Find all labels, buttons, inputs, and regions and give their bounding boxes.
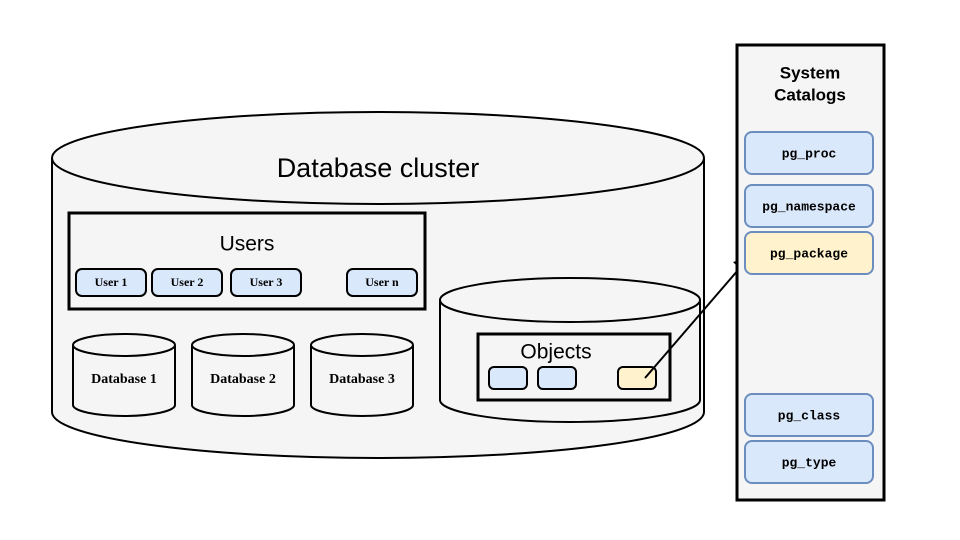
database-cylinder-1[interactable]: Database 1	[72, 333, 176, 417]
system-catalogs-title-line1: System	[780, 63, 840, 82]
objects-item-2[interactable]	[537, 366, 577, 390]
catalog-entry-pg_class[interactable]: pg_class	[744, 393, 874, 437]
catalog-entry-label: pg_class	[778, 408, 841, 423]
catalog-entry-pg_type[interactable]: pg_type	[744, 440, 874, 484]
database-cylinder-2[interactable]: Database 2	[191, 333, 295, 417]
catalog-entry-label: pg_package	[770, 246, 848, 261]
catalog-entry-pg_proc[interactable]: pg_proc	[744, 131, 874, 175]
users-panel: Users User 1 User 2 User 3 User n	[67, 211, 427, 311]
user-item-2[interactable]: User 2	[151, 268, 223, 297]
database-label: Database 1	[91, 372, 157, 387]
catalog-entry-pg_package[interactable]: pg_package	[744, 231, 874, 275]
objects-panel-title: Objects	[520, 341, 591, 364]
catalog-entry-label: pg_proc	[782, 146, 837, 161]
catalog-entry-label: pg_namespace	[762, 199, 856, 214]
user-item-label: User n	[365, 275, 399, 289]
user-item-n[interactable]: User n	[346, 268, 418, 297]
user-item-label: User 3	[250, 275, 283, 289]
users-panel-title: Users	[220, 233, 275, 256]
catalog-entry-pg_namespace[interactable]: pg_namespace	[744, 184, 874, 228]
database-label: Database 2	[210, 372, 276, 387]
objects-panel: Objects	[476, 332, 672, 402]
catalog-entry-label: pg_type	[782, 455, 837, 470]
cluster-title: Database cluster	[277, 153, 480, 183]
system-catalogs-title-line2: Catalogs	[774, 85, 846, 104]
objects-item-1[interactable]	[488, 366, 528, 390]
system-catalogs-panel: System Catalogs pg_proc pg_namespace pg_…	[735, 43, 886, 502]
user-item-1[interactable]: User 1	[75, 268, 147, 297]
user-item-3[interactable]: User 3	[230, 268, 302, 297]
user-item-label: User 1	[95, 275, 128, 289]
objects-item-highlighted[interactable]	[617, 366, 657, 390]
database-cylinder-3[interactable]: Database 3	[310, 333, 414, 417]
database-label: Database 3	[329, 372, 395, 387]
user-item-label: User 2	[171, 275, 204, 289]
